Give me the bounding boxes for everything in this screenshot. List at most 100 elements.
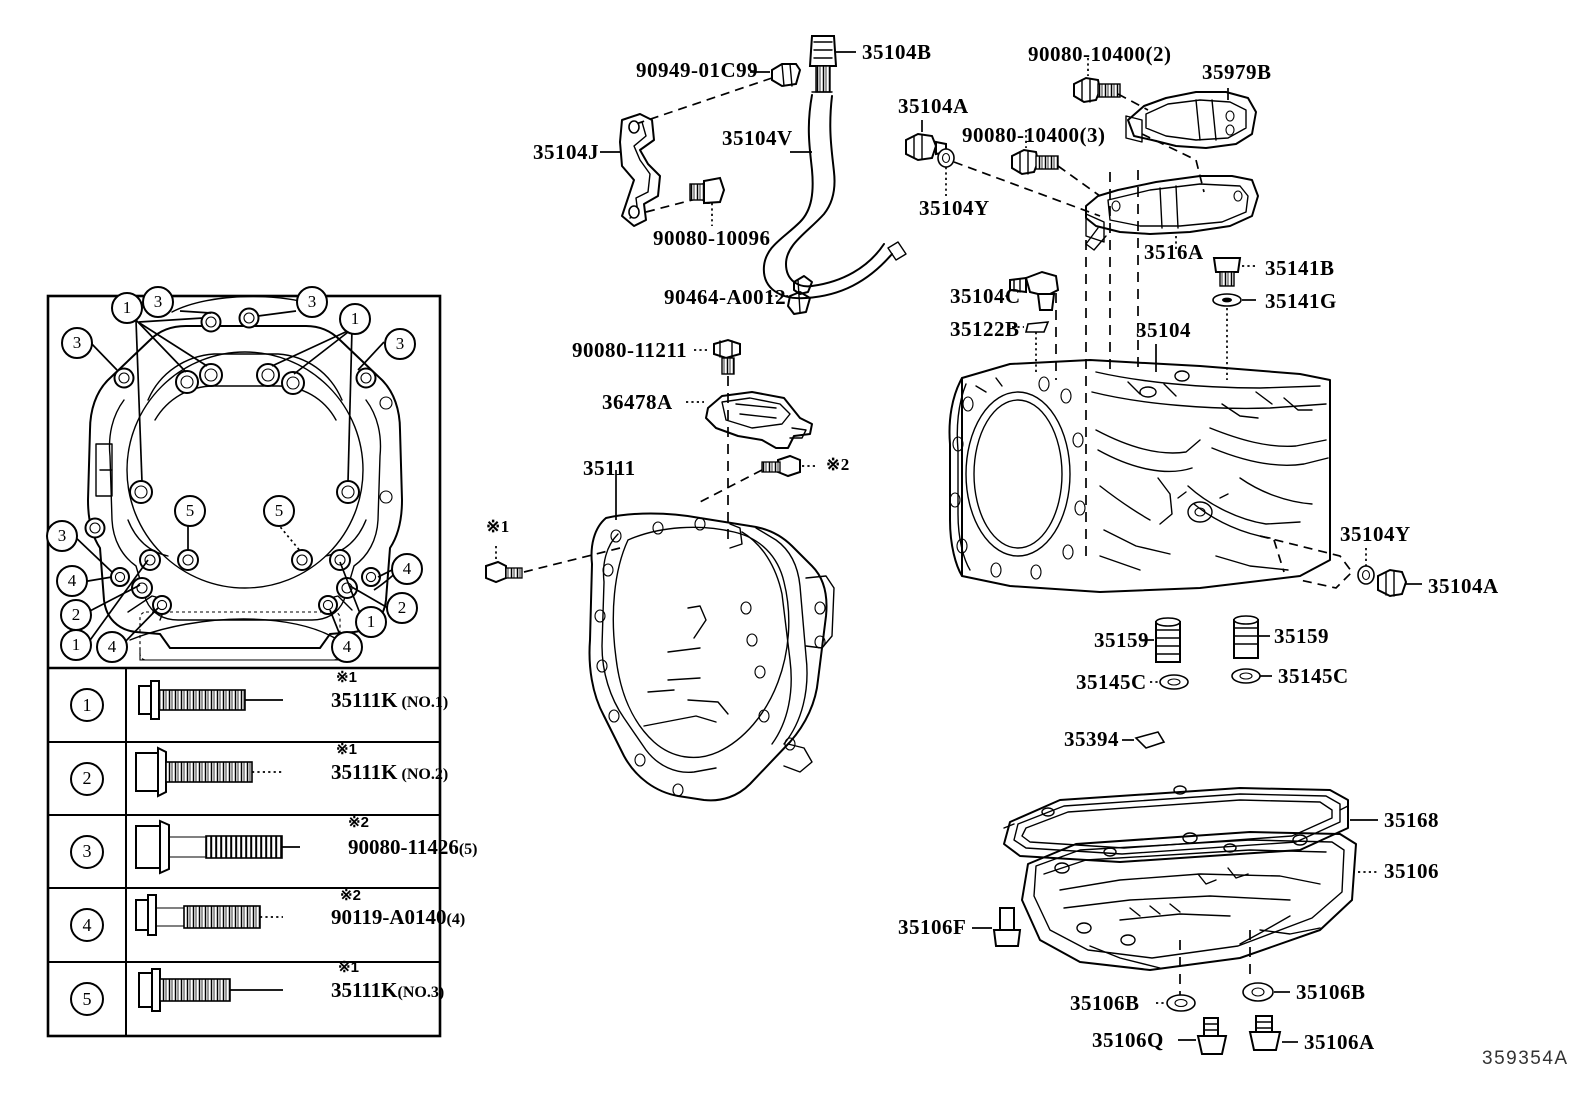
part-35106B-right: [1242, 982, 1290, 1002]
hole-callout-4-10: 4: [391, 553, 423, 585]
part-90464-A0012: [770, 275, 813, 315]
part-35168: [1003, 785, 1378, 863]
part-35104Y-top: [937, 148, 1101, 217]
part-35106A: [1248, 1015, 1298, 1051]
label-35111: 35111: [583, 456, 636, 480]
part-35145C-right: [1231, 668, 1272, 684]
legend-index-circle: 4: [70, 908, 104, 942]
legend-row-3: 3: [48, 815, 440, 888]
part-35106Q: [1178, 1017, 1228, 1055]
label-35141B: 35141B: [1265, 256, 1335, 280]
hole-callout-3-8: 3: [46, 520, 78, 552]
legend-part-number: 35111K: [331, 760, 398, 784]
hole-callout-2-12: 2: [386, 592, 418, 624]
legend-index-cell-4: 4: [48, 888, 126, 962]
label-35159-left: 35159: [1094, 628, 1149, 652]
legend-index-circle: 1: [70, 688, 104, 722]
oilpan-group: [972, 785, 1378, 1055]
legend-part-5: 35111K(NO.3): [331, 978, 444, 1003]
part-35159-right: [1233, 615, 1270, 659]
part-3516A: [1085, 175, 1259, 251]
legend-part-3: 90080-11426(5): [348, 835, 478, 860]
label-35145C-left: 35145C: [1076, 670, 1147, 694]
label-35104A-top: 35104A: [898, 94, 969, 118]
mark-star1-center: ※1: [486, 517, 510, 536]
label-35106F: 35106F: [898, 915, 967, 939]
part-35104V: [762, 91, 907, 300]
part-35106B-left: [1156, 994, 1196, 1012]
legend-row-2: 2: [48, 742, 440, 815]
part-35979B: [1125, 88, 1257, 193]
legend-part-suffix: (5): [458, 841, 478, 858]
legend-row-5: 5: [48, 962, 440, 1036]
part-35104C: [1000, 270, 1060, 311]
hole-callout-4-16: 4: [331, 631, 363, 663]
legend-part-number: 35111K: [331, 978, 398, 1002]
legend-index-circle: 5: [70, 982, 104, 1016]
legend-part-suffix: (4): [446, 911, 466, 928]
label-90080-10400-2: 90080-10400(2): [1028, 42, 1172, 66]
label-35106A: 35106A: [1304, 1030, 1375, 1054]
legend-part-number: 90080-11426: [348, 835, 459, 859]
bolt-mark-star1: [485, 546, 621, 584]
label-35106: 35106: [1384, 859, 1439, 883]
legend-index-cell-3: 3: [48, 815, 126, 888]
legend-index-cell-1: 1: [48, 668, 126, 742]
hole-callout-3-1: 3: [142, 286, 174, 318]
legend-row-1: 1: [48, 668, 440, 742]
part-35104J: [600, 113, 701, 227]
hole-callout-1-13: 1: [355, 606, 387, 638]
bracket-group: [1000, 58, 1259, 560]
label-35104J: 35104J: [533, 140, 599, 164]
label-3516A: 3516A: [1144, 240, 1204, 264]
hole-callout-3-2: 3: [296, 286, 328, 318]
legend-part-suffix: (NO.1): [397, 694, 449, 711]
mark-star2-center: ※2: [826, 455, 850, 474]
label-35394: 35394: [1064, 727, 1119, 751]
part-35106F: [972, 907, 1022, 947]
legend-index-cell-2: 2: [48, 742, 126, 815]
hole-callout-4-15: 4: [96, 631, 128, 663]
part-35104B: [808, 35, 856, 93]
part-35106: [1021, 831, 1378, 1000]
part-90080-11211: [694, 338, 741, 540]
part-35122B: [1012, 321, 1050, 372]
label-35141G: 35141G: [1265, 289, 1337, 313]
label-35106Q: 35106Q: [1092, 1028, 1164, 1052]
pins-washers-group: [1122, 615, 1272, 749]
hole-callout-5-7: 5: [263, 495, 295, 527]
part-90949-01C99: [629, 63, 802, 127]
part-35111: [588, 470, 835, 802]
part-36478A: [686, 391, 813, 449]
label-36478A: 36478A: [602, 390, 673, 414]
label-35122B: 35122B: [950, 317, 1020, 341]
legend-index-circle: 2: [70, 761, 104, 796]
bellhousing-group: [485, 338, 835, 802]
label-35979B: 35979B: [1202, 60, 1272, 84]
hole-callout-2-11: 2: [60, 599, 92, 631]
legend-mark-2: ※1: [336, 741, 357, 758]
part-90080-10096: [689, 176, 726, 226]
bolt-pattern-panel: [46, 294, 442, 1038]
legend-part-suffix: (NO.2): [397, 766, 449, 783]
legend-part-2: 35111K (NO.2): [331, 760, 448, 785]
hole-callout-3-4: 3: [61, 327, 93, 359]
label-35104Y-top: 35104Y: [919, 196, 990, 220]
breather-hose-group: [600, 35, 1101, 315]
label-35104V: 35104V: [722, 126, 793, 150]
label-90080-10400-3: 90080-10400(3): [962, 123, 1106, 147]
part-35141B: [1212, 257, 1256, 287]
part-35159-left: [1142, 617, 1181, 663]
transmission-case-group: [948, 344, 1422, 598]
label-35104A-right: 35104A: [1428, 574, 1499, 598]
drawing-number: 359354A: [1482, 1048, 1569, 1069]
label-35159-right: 35159: [1274, 624, 1329, 648]
part-90080-10400-2: [1073, 58, 1149, 111]
hole-callout-5-6: 5: [174, 495, 206, 527]
label-35106B-right: 35106B: [1296, 980, 1366, 1004]
label-35168: 35168: [1384, 808, 1439, 832]
label-90080-10096: 90080-10096: [653, 226, 771, 250]
label-35104C: 35104C: [950, 284, 1021, 308]
